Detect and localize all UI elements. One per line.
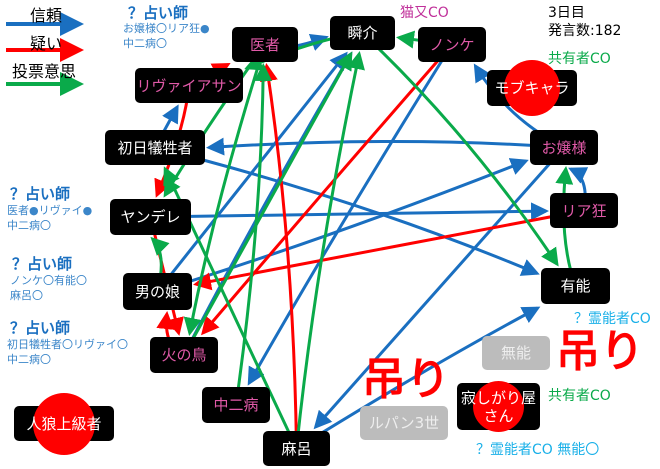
node-chuuni: 中二病 (202, 387, 270, 423)
edge-vote-chuuni-isha (234, 63, 273, 406)
day-label: 3日目 (548, 5, 585, 21)
seer-result: 医者●リヴァイ● (7, 204, 93, 217)
seer-title: ？占い師 (128, 4, 189, 22)
edge-trust-maro-yuunou (295, 306, 541, 450)
node-otoko: 男の娘 (123, 273, 192, 310)
edge-trust-ojou-maro (313, 146, 566, 430)
node-yandere: ヤンデレ (110, 199, 191, 235)
kyoyu-co-label: 共有者CO (548, 51, 611, 67)
seer-result: 中二病〇 (7, 353, 51, 366)
legend-trust-label: 信頼 (30, 6, 63, 25)
edge-doubt-maro-isha (260, 63, 298, 449)
seer-result: 麻呂〇 (10, 289, 43, 302)
seer-result: 中二病〇 (7, 219, 51, 232)
seer-title: ？占い師 (10, 319, 71, 337)
node-yuunou: 有能 (541, 268, 610, 304)
post-count: 発言数:182 (548, 23, 622, 39)
medium-co-label: ？霊能者CO 無能〇 (476, 442, 600, 458)
edge-vote-isha-hinotori (183, 44, 267, 336)
edge-vote-maro-shunsuke (295, 51, 365, 449)
edge-trust-shonichi-yuunou (154, 146, 540, 276)
nekomata-co-label: 猫又CO (400, 5, 449, 21)
seer-result: お嬢様〇リア狂● (123, 22, 210, 35)
seer-result: 中二病〇 (123, 37, 167, 50)
medium-co-label: ？霊能者CO (574, 311, 651, 327)
node-shonichi: 初日犠牲者 (105, 130, 205, 165)
node-levia: リヴァイアサン (135, 68, 243, 103)
edge-vote-shunsuke-yuunou (361, 31, 559, 267)
hanged-label: 吊り (556, 326, 644, 377)
node-nonke: ノンケ (418, 27, 486, 62)
node-shunsuke: 瞬介 (330, 16, 395, 50)
node-riakyo: リア狂 (550, 193, 618, 228)
blood-splat (504, 60, 560, 116)
blood-splat (33, 392, 95, 455)
hanged-label: 吊り (362, 354, 450, 405)
legend-arrows (6, 12, 84, 96)
node-lupin: ルパン3世 (360, 406, 448, 440)
edge-doubt-riakyo-otoko (193, 209, 585, 291)
seer-result: 初日犠牲者〇リヴァイ〇 (7, 338, 128, 351)
node-label-sabishi: 寂しがり屋さん (460, 388, 536, 425)
kyoyu-co-label: 共有者CO (548, 388, 611, 404)
node-hinotori: 火の鳥 (150, 337, 218, 373)
legend-vote-label: 投票意思 (12, 62, 77, 81)
node-isha: 医者 (232, 27, 298, 62)
node-label-mob: モブキャラ (494, 79, 570, 97)
seer-title: ？占い師 (12, 255, 73, 273)
seer-title: ？占い師 (10, 185, 71, 203)
node-ojou: お嬢様 (530, 130, 598, 165)
legend-doubt-label: 疑い (30, 34, 63, 53)
blood-splat (472, 380, 525, 433)
node-munou: 無能 (482, 336, 550, 370)
edge-vote-hinotori-shunsuke (182, 51, 353, 356)
seer-result: ノンケ〇有能〇 (10, 274, 87, 287)
node-label-jinrou: 人狼上級者 (26, 414, 102, 433)
node-maro: 麻呂 (263, 431, 330, 466)
